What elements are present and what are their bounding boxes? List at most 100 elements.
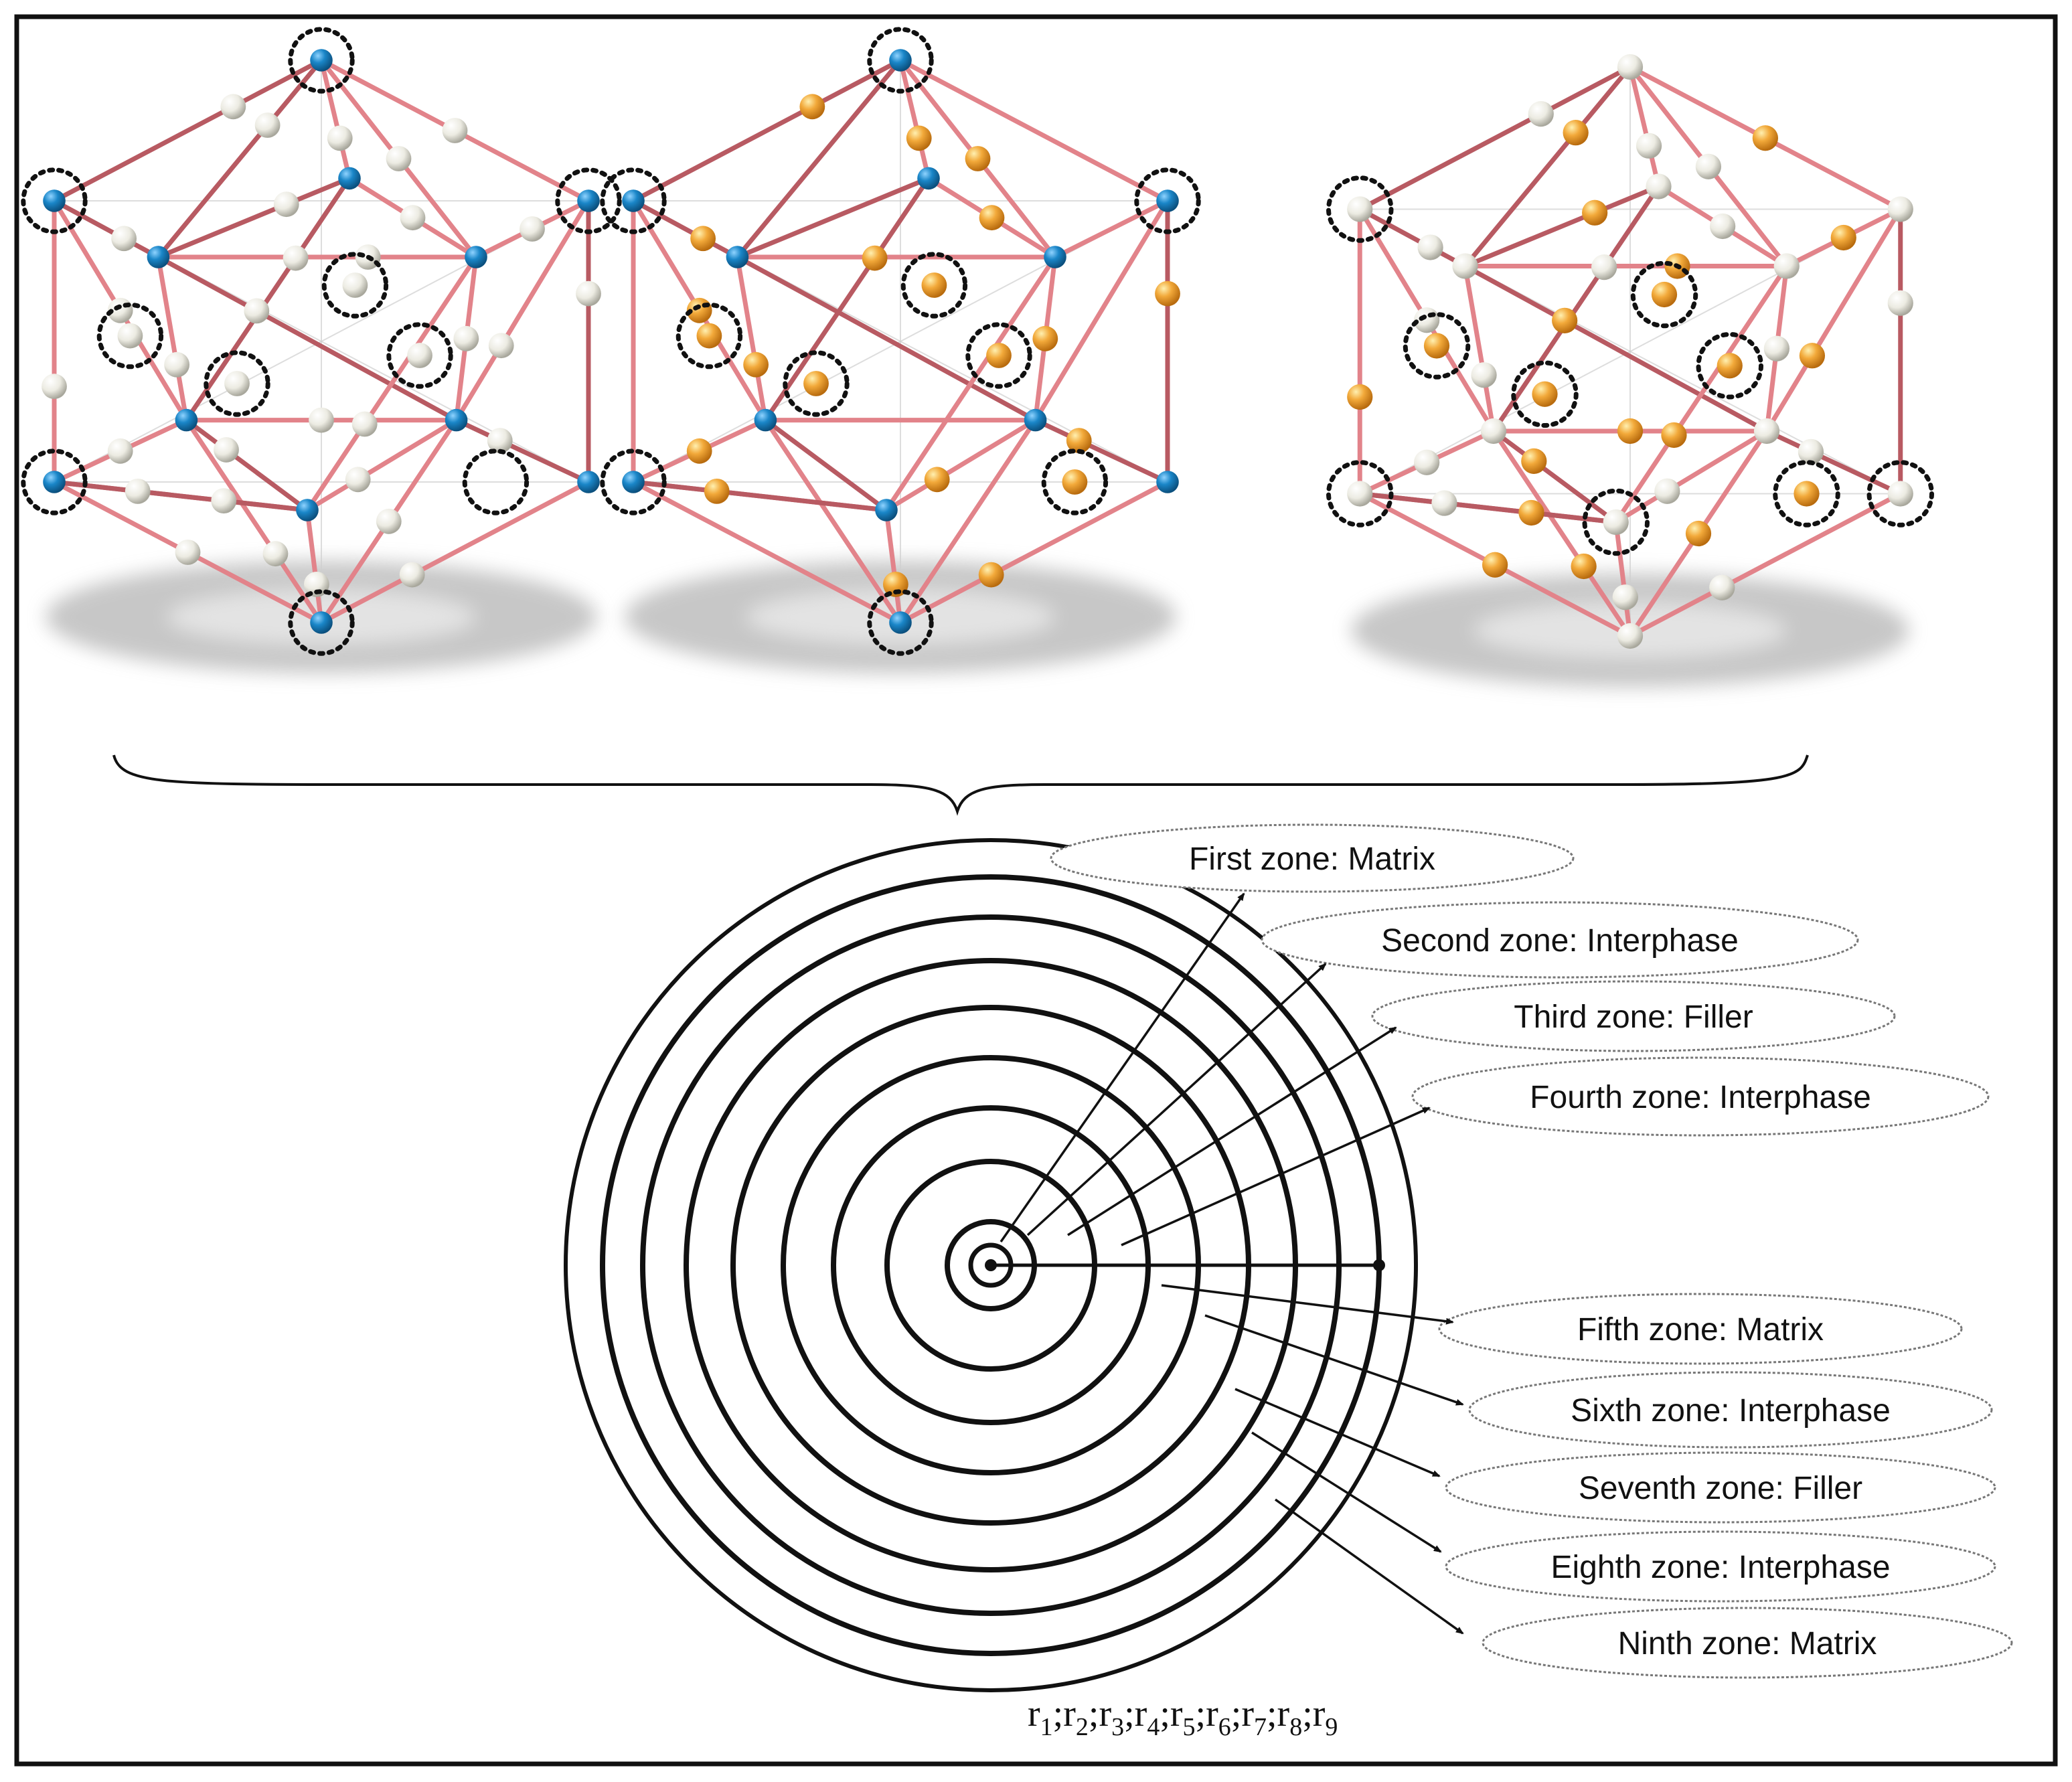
atom: [303, 571, 329, 597]
atom: [1617, 54, 1644, 80]
atom: [220, 94, 246, 120]
edge: [454, 198, 591, 423]
atom: [1717, 353, 1743, 379]
atom: [1347, 196, 1373, 222]
zone-label-7: Seventh zone: Filler: [1579, 1471, 1862, 1506]
radii-part: 9: [1325, 1713, 1338, 1741]
radius-end-dot: [1373, 1259, 1385, 1271]
edge: [1764, 428, 1903, 496]
zone-label-5: Fifth zone: Matrix: [1577, 1312, 1824, 1348]
atom: [43, 189, 66, 212]
atom: [1417, 234, 1443, 260]
edge: [1357, 207, 1467, 268]
radii-part: ;: [1124, 1693, 1135, 1734]
zone-ellipse-9: [1482, 1607, 2013, 1679]
edge: [305, 254, 479, 513]
edge: [763, 175, 931, 423]
atom: [1887, 196, 1913, 222]
edge: [734, 175, 931, 260]
edge: [183, 418, 324, 625]
zone-label-9: Ninth zone: Matrix: [1618, 1626, 1877, 1662]
atom: [1423, 333, 1450, 359]
radii-part: r: [1063, 1693, 1076, 1734]
dotted-highlight-ring: [900, 252, 968, 319]
atom: [1452, 253, 1478, 279]
edge: [1627, 491, 1903, 639]
radii-part: 8: [1289, 1713, 1302, 1741]
edge: [734, 58, 903, 260]
atom: [882, 571, 908, 597]
edge: [155, 254, 459, 423]
edge: [898, 418, 1038, 625]
atom: [979, 205, 1005, 231]
center-dot: [985, 1259, 997, 1271]
atom: [442, 118, 468, 143]
radii-part: 2: [1076, 1713, 1089, 1741]
atom: [1636, 133, 1662, 159]
atom: [754, 408, 777, 432]
atom: [1062, 469, 1088, 495]
dotted-highlight-ring: [965, 322, 1032, 389]
atom: [1612, 584, 1638, 611]
atom: [1830, 224, 1856, 251]
zone-arrow-8: [1251, 1431, 1442, 1553]
atom: [1156, 189, 1179, 212]
atom: [342, 272, 368, 298]
atom: [1763, 335, 1789, 361]
radii-part: r: [1277, 1693, 1290, 1734]
zone-arrow-7: [1234, 1388, 1441, 1477]
curly-brace-icon: [112, 754, 1809, 816]
atom: [1347, 481, 1373, 507]
atom: [889, 611, 912, 634]
atom: [42, 374, 67, 400]
atom: [1603, 509, 1629, 536]
edge: [1764, 207, 1903, 434]
atom: [211, 488, 237, 514]
atom: [376, 508, 402, 534]
dotted-highlight-ring: [1403, 312, 1471, 380]
edge: [898, 479, 1170, 625]
icosahedron-blue-white-icon: [21, 27, 622, 673]
edge: [898, 58, 1170, 204]
zone-arrow-1: [1000, 892, 1245, 1243]
atom: [1794, 481, 1820, 507]
atom: [296, 499, 319, 521]
zone-arrow-5: [1161, 1284, 1454, 1325]
atom: [1799, 343, 1826, 369]
atom: [622, 471, 645, 493]
zone-arrow-6: [1204, 1314, 1464, 1406]
zone-ellipse-2: [1261, 901, 1859, 979]
atom: [577, 189, 600, 212]
atom: [1646, 173, 1672, 199]
dotted-highlight-ring: [600, 449, 667, 515]
atom: [1347, 384, 1373, 410]
radii-part: ;: [1160, 1693, 1170, 1734]
zone-label-8: Eighth zone: Interphase: [1550, 1550, 1890, 1585]
radii-part: r: [1135, 1693, 1147, 1734]
edge: [319, 58, 352, 181]
atom: [175, 540, 201, 565]
dotted-highlight-ring: [21, 167, 88, 234]
dotted-highlight-ring: [386, 322, 453, 389]
atom: [986, 343, 1012, 368]
radii-part: r: [1206, 1693, 1218, 1734]
radii-part: 6: [1218, 1713, 1231, 1741]
edge: [52, 58, 324, 204]
dotted-highlight-ring: [204, 350, 270, 417]
atom: [175, 408, 198, 432]
atom: [1773, 253, 1800, 279]
atom: [1709, 574, 1735, 600]
edge: [1463, 64, 1633, 268]
edge: [155, 175, 352, 260]
radii-label: r1;r2;r3;r4;r5;r6;r7;r8;r9: [1028, 1693, 1338, 1741]
atom: [214, 437, 239, 463]
atom: [1431, 490, 1457, 516]
atom: [262, 541, 289, 567]
atom: [1155, 280, 1180, 307]
dotted-highlight-ring: [321, 252, 389, 319]
atom: [310, 611, 333, 634]
atom: [978, 562, 1004, 588]
atom: [453, 325, 479, 351]
atom: [1552, 307, 1578, 333]
dotted-highlight-ring: [288, 589, 355, 656]
